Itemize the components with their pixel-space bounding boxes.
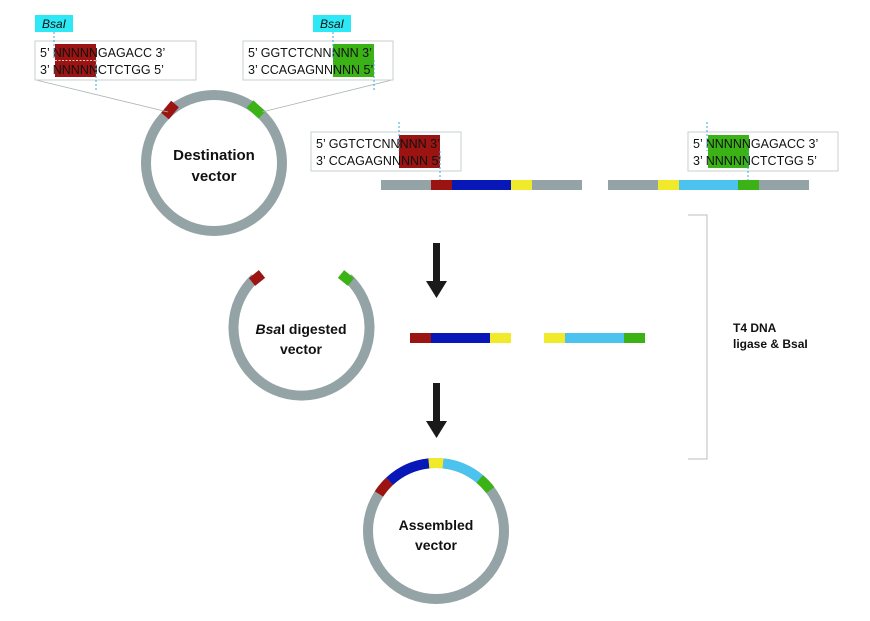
insert-left-sequence-box: 5’ GGTCTCNNNNN 3’ 3’ CCAGAGNNNNN 5’ [310, 131, 462, 172]
digested-vector-label-1: BsaI digested [255, 321, 346, 337]
assembled-vector: Assembled vector [363, 457, 509, 604]
connector-right [261, 79, 393, 113]
dest-left-top-strand: 5’ NNNNNGAGACC 3’ [40, 46, 165, 60]
assembled-vector-label-2: vector [415, 537, 458, 553]
dest-left-sequence-box: 5’ NNNNNGAGACC 3’ 3’ NNNNNCTCTGG 5’ [34, 40, 197, 81]
destination-vector-label-2: vector [191, 168, 236, 185]
fragment-2 [544, 333, 645, 343]
assembled-light-blue-segment [442, 458, 483, 483]
digested-vector-label-2: vector [280, 341, 323, 357]
destination-vector-circle [141, 90, 287, 236]
enzyme-label-1: T4 DNA [733, 321, 777, 335]
fragment-1 [410, 333, 511, 343]
assembled-red-segment [374, 477, 394, 497]
insert-left-bottom-strand: 3’ CCAGAGNNNNN 5’ [316, 154, 441, 168]
destination-vector: Destination vector [141, 90, 287, 236]
destination-green-site [246, 100, 266, 119]
dest-right-top-strand: 5’ GGTCTCNNNNN 3’ [248, 46, 372, 60]
arrow-down-2-icon [426, 383, 447, 438]
bsai-label-left-text: BsaI [42, 17, 67, 31]
digested-red-end [248, 270, 266, 286]
dest-right-bottom-strand: 3’ CCAGAGNNNNN 5’ [248, 63, 373, 77]
digested-vector: BsaI digested vector [228, 270, 375, 401]
connector-left [35, 79, 169, 113]
digested-green-end [337, 270, 355, 286]
bsai-label-right-text: BsaI [320, 17, 345, 31]
insert-right-sequence-box: 5’ NNNNNGAGACC 3’ 3’ NNNNNCTCTGG 5’ [687, 131, 839, 172]
bsai-label-left: BsaI [35, 15, 73, 32]
insert-right-top-strand: 5’ NNNNNGAGACC 3’ [693, 137, 818, 151]
assembled-dark-blue-segment [386, 458, 430, 486]
insert-2-linear [608, 180, 809, 190]
assembled-green-segment [476, 475, 495, 494]
destination-vector-label-1: Destination [173, 147, 255, 164]
bsai-label-right: BsaI [313, 15, 351, 32]
enzyme-label-2: ligase & BsaI [733, 337, 808, 351]
insert-1-linear [381, 180, 582, 190]
dest-right-sequence-box: 5’ GGTCTCNNNNN 3’ 3’ CCAGAGNNNNN 5’ [242, 40, 394, 81]
dest-left-bottom-strand: 3’ NNNNNCTCTGG 5’ [40, 63, 164, 77]
arrow-down-1-icon [426, 243, 447, 298]
insert-right-bottom-strand: 3’ NNNNNCTCTGG 5’ [693, 154, 817, 168]
destination-red-site [161, 100, 179, 120]
assembled-vector-label-1: Assembled [399, 517, 474, 533]
digested-vector-arc [228, 274, 375, 401]
insert-left-top-strand: 5’ GGTCTCNNNNN 3’ [316, 137, 440, 151]
reaction-bracket [688, 214, 708, 460]
